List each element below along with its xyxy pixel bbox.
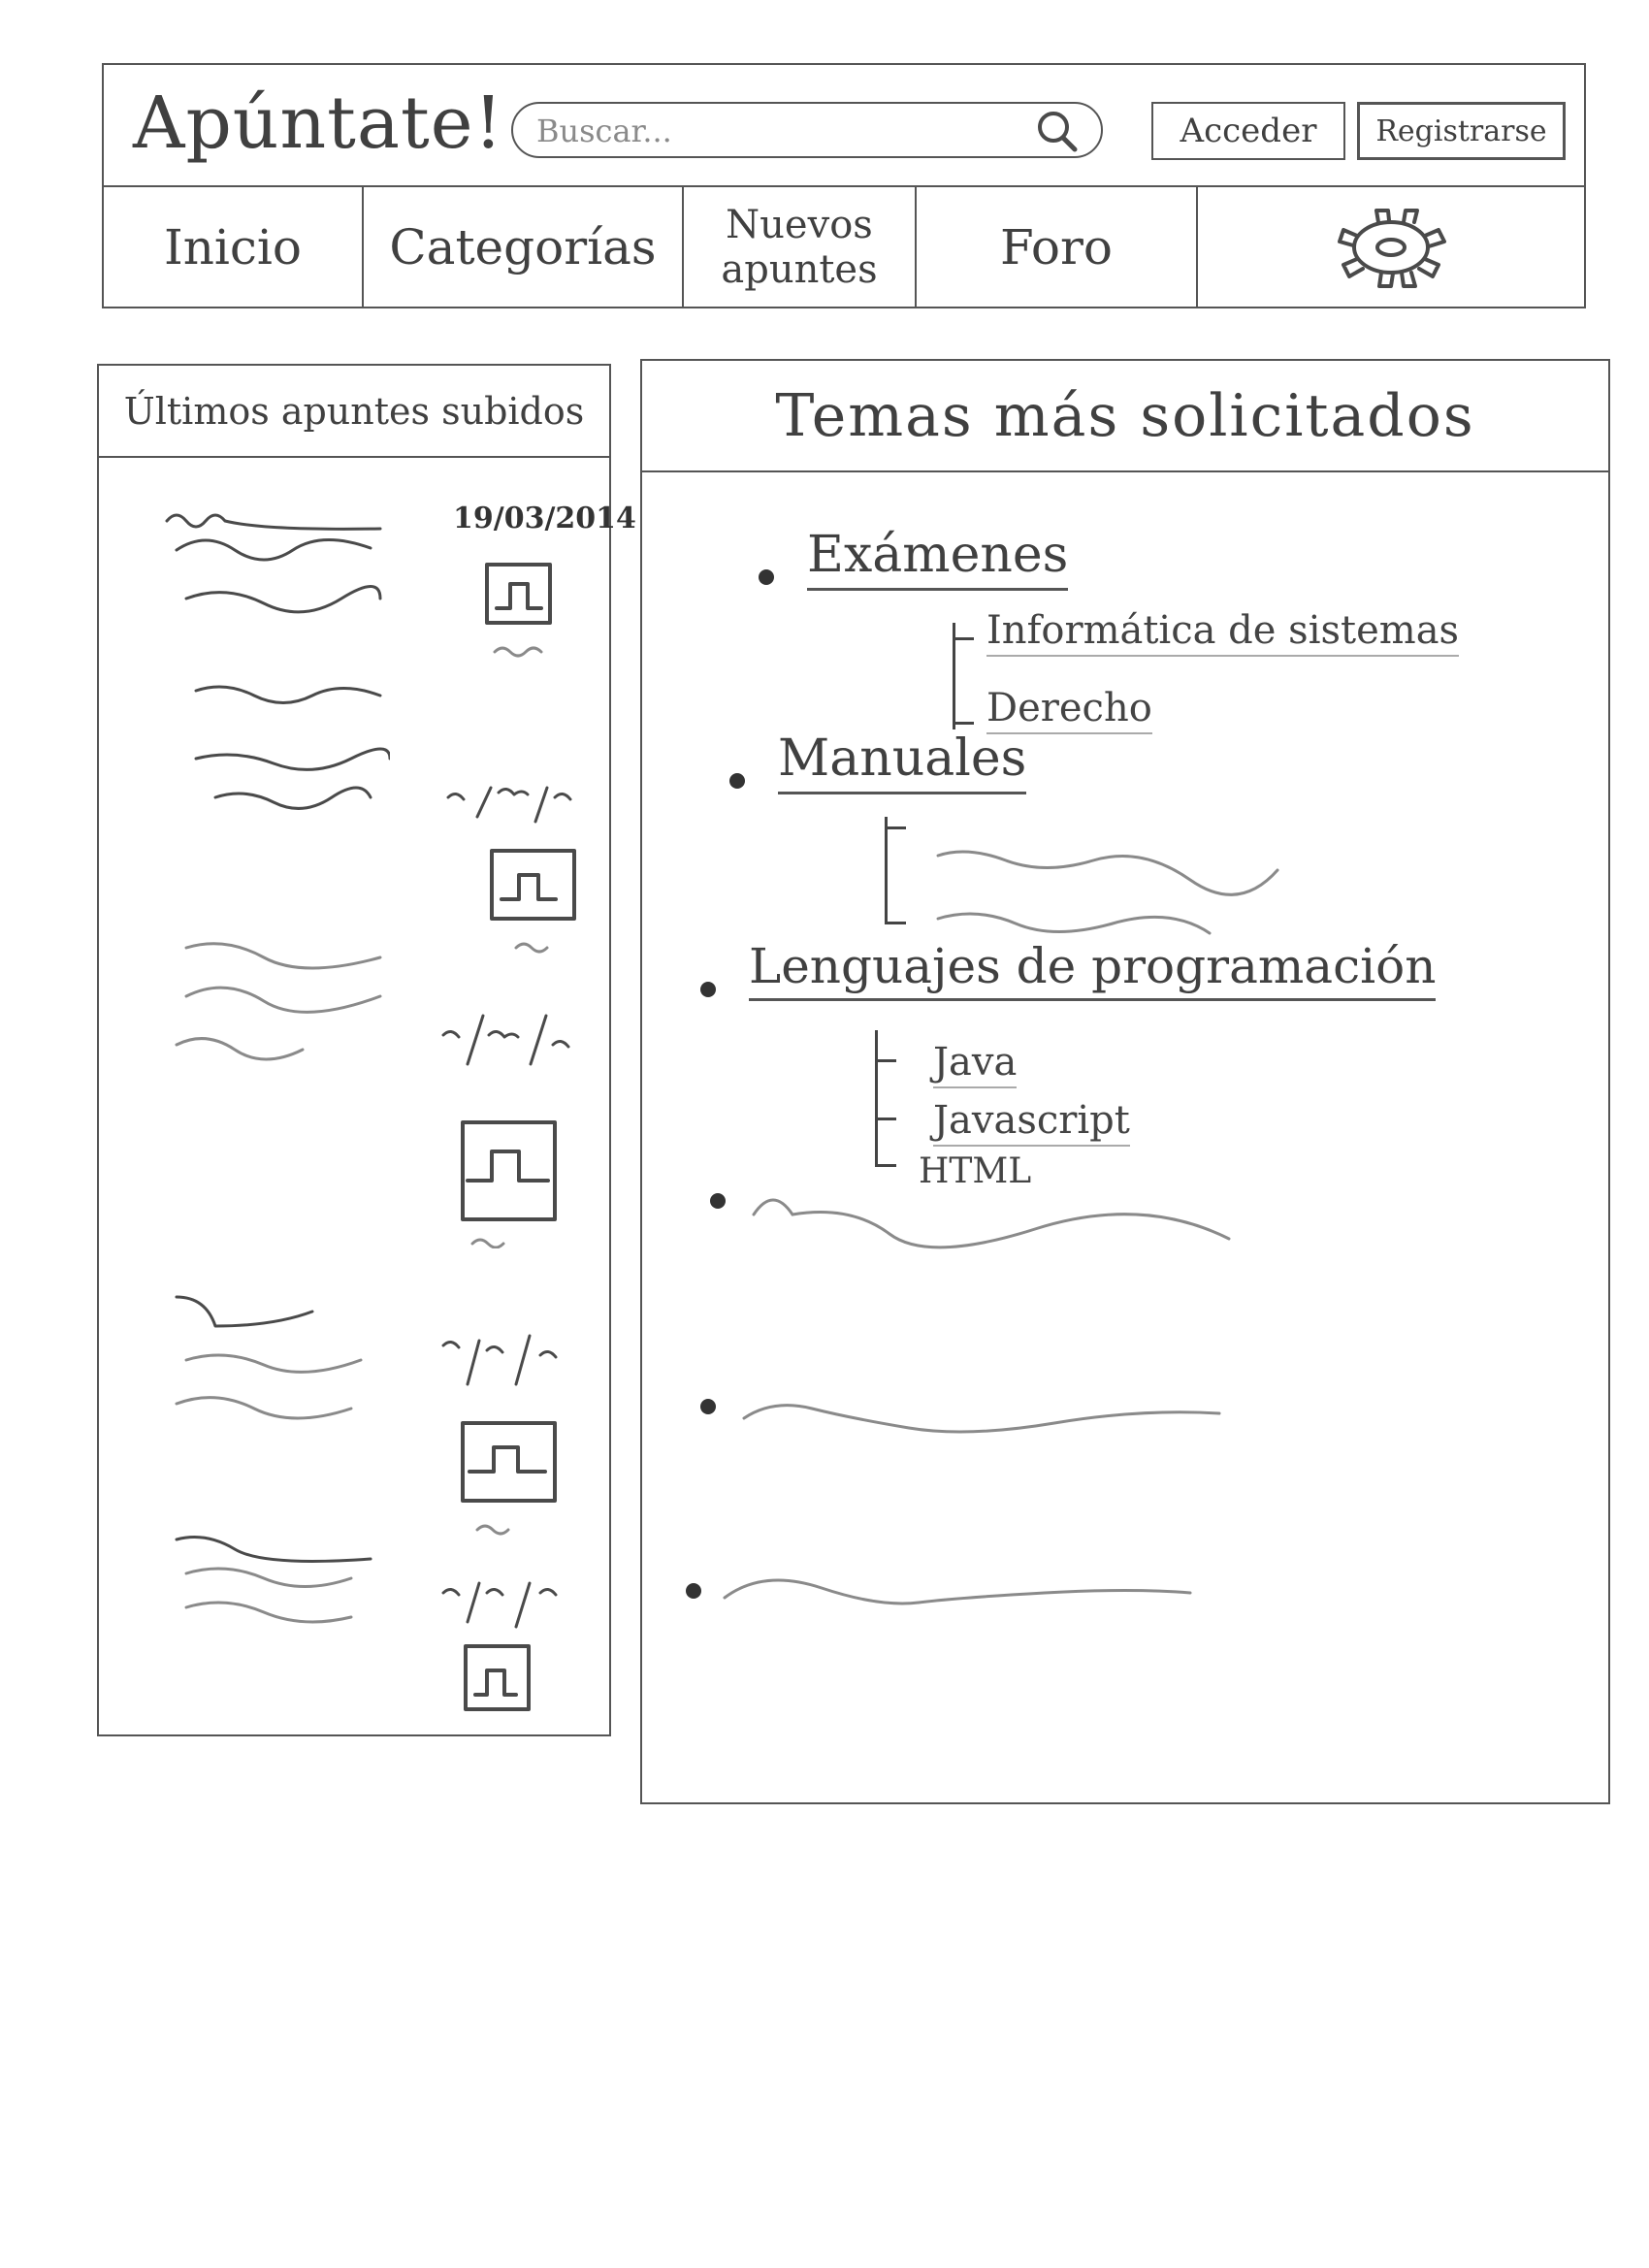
tree-branch bbox=[953, 623, 955, 729]
note-description-placeholder bbox=[175, 942, 382, 1061]
main-nav: Inicio Categorías Nuevos apuntes Foro bbox=[102, 187, 1586, 308]
tree-tick bbox=[885, 922, 906, 924]
tree-tick bbox=[953, 722, 974, 725]
site-logo[interactable]: Apúntate! bbox=[133, 81, 504, 165]
topic-manuales[interactable]: Manuales bbox=[778, 729, 1027, 794]
login-button[interactable]: Acceder bbox=[1151, 102, 1345, 160]
note-date-placeholder bbox=[441, 1581, 558, 1629]
register-button[interactable]: Registrarse bbox=[1357, 102, 1566, 160]
bullet-icon bbox=[686, 1583, 701, 1599]
note-description-placeholder bbox=[175, 1295, 363, 1420]
note-description-placeholder bbox=[165, 513, 382, 614]
search-icon[interactable] bbox=[1035, 109, 1080, 153]
note-thumbnail-icon bbox=[461, 1120, 557, 1248]
nav-item-nuevos-apuntes[interactable]: Nuevos apuntes bbox=[684, 187, 917, 307]
topic-lenguajes-programacion[interactable]: Lenguajes de programación bbox=[749, 938, 1437, 1001]
nav-item-settings[interactable] bbox=[1198, 187, 1584, 307]
popular-topics-panel: Temas más solicitados Exámenes Informáti… bbox=[640, 359, 1610, 1804]
search-input[interactable] bbox=[534, 112, 1004, 150]
tree-tick bbox=[885, 826, 906, 829]
note-date-placeholder bbox=[441, 1014, 570, 1066]
search-box bbox=[511, 102, 1103, 158]
nav-item-inicio[interactable]: Inicio bbox=[104, 187, 364, 307]
bullet-icon bbox=[759, 569, 774, 585]
subtopic-javascript[interactable]: Javascript bbox=[933, 1098, 1130, 1147]
latest-notes-title: Últimos apuntes subidos bbox=[99, 366, 609, 458]
note-thumbnail-icon bbox=[461, 1421, 557, 1536]
note-item[interactable] bbox=[157, 1530, 565, 1733]
note-item[interactable] bbox=[157, 681, 576, 954]
tree-tick bbox=[953, 637, 974, 640]
tree-branch bbox=[885, 817, 888, 923]
tree-tick bbox=[875, 1164, 896, 1167]
topic-placeholder[interactable] bbox=[749, 1185, 1234, 1253]
bullet-icon bbox=[700, 1399, 716, 1414]
popular-topics-title: Temas más solicitados bbox=[642, 361, 1608, 472]
subtopic-placeholder[interactable] bbox=[933, 836, 1282, 953]
note-description-placeholder bbox=[175, 1536, 372, 1624]
latest-notes-panel: Últimos apuntes subidos 19/03/2014 bbox=[97, 364, 636, 1736]
bullet-icon bbox=[700, 982, 716, 997]
note-item[interactable] bbox=[157, 938, 570, 1248]
note-item[interactable] bbox=[157, 1287, 565, 1536]
subtopic-html[interactable]: HTML bbox=[919, 1151, 1032, 1191]
note-date-placeholder bbox=[446, 786, 572, 824]
note-thumbnail-icon bbox=[485, 563, 552, 658]
topic-placeholder[interactable] bbox=[720, 1564, 1205, 1632]
topic-placeholder[interactable] bbox=[739, 1389, 1224, 1457]
subtopic-informatica-sistemas[interactable]: Informática de sistemas bbox=[986, 608, 1460, 657]
note-date: 19/03/2014 bbox=[453, 502, 636, 535]
subtopic-derecho[interactable]: Derecho bbox=[986, 686, 1152, 734]
note-date-placeholder bbox=[441, 1334, 558, 1386]
note-thumbnail-icon bbox=[464, 1644, 531, 1711]
bullet-icon bbox=[710, 1193, 726, 1209]
tree-tick bbox=[875, 1059, 896, 1062]
tree-tick bbox=[875, 1118, 896, 1120]
bullet-icon bbox=[729, 773, 745, 789]
note-description-placeholder bbox=[194, 685, 390, 810]
tree-branch bbox=[875, 1030, 878, 1166]
subtopic-java[interactable]: Java bbox=[933, 1040, 1018, 1088]
nav-item-categorias[interactable]: Categorías bbox=[364, 187, 684, 307]
note-thumbnail-icon bbox=[490, 849, 576, 954]
header: Apúntate! Acceder Registrarse bbox=[102, 63, 1586, 187]
note-item[interactable]: 19/03/2014 bbox=[157, 502, 636, 705]
gear-icon bbox=[1338, 208, 1446, 288]
topic-examenes[interactable]: Exámenes bbox=[807, 526, 1069, 591]
nav-item-foro[interactable]: Foro bbox=[917, 187, 1198, 307]
